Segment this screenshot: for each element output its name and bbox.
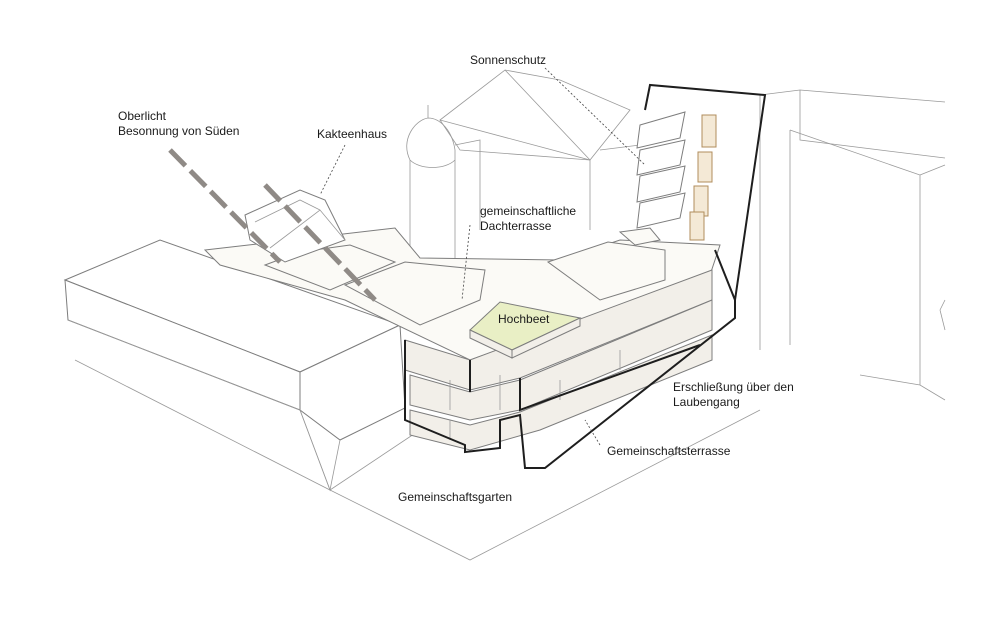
label-access-line1: Erschließung über den xyxy=(673,380,794,394)
leader-lines xyxy=(319,67,646,446)
garden-ground xyxy=(329,409,761,561)
label-raised-bed: Hochbeet xyxy=(498,312,550,326)
label-access-line2: Laubengang xyxy=(673,395,740,409)
main-building-outline xyxy=(404,83,767,469)
neighbour-building-right xyxy=(759,89,946,401)
raised-bed xyxy=(469,301,582,359)
church-tower xyxy=(406,69,641,258)
label-skylight-line1: Oberlicht xyxy=(118,109,167,123)
left-low-building xyxy=(63,239,406,492)
label-roof-terrace-line2: Dachterrasse xyxy=(480,219,552,233)
sun-rays xyxy=(168,148,377,302)
label-greenhouse: Kakteenhaus xyxy=(317,127,388,141)
facade-windows xyxy=(689,114,717,241)
label-roof-terrace-line1: gemeinschaftliche xyxy=(480,204,577,218)
label-skylight-line2: Besonnung von Süden xyxy=(118,124,240,138)
sunshade-louvres xyxy=(636,111,686,229)
label-access: Erschließung über den Laubengang xyxy=(673,380,794,410)
greenhouse xyxy=(244,189,346,263)
label-sunshade: Sonnenschutz xyxy=(470,53,547,67)
label-community-garden: Gemeinschaftsgarten xyxy=(398,490,513,504)
label-roof-terrace: gemeinschaftliche Dachterrasse xyxy=(480,204,576,234)
label-community-terrace: Gemeinschaftsterrasse xyxy=(607,444,731,458)
label-skylight: Oberlicht Besonnung von Süden xyxy=(118,109,239,139)
